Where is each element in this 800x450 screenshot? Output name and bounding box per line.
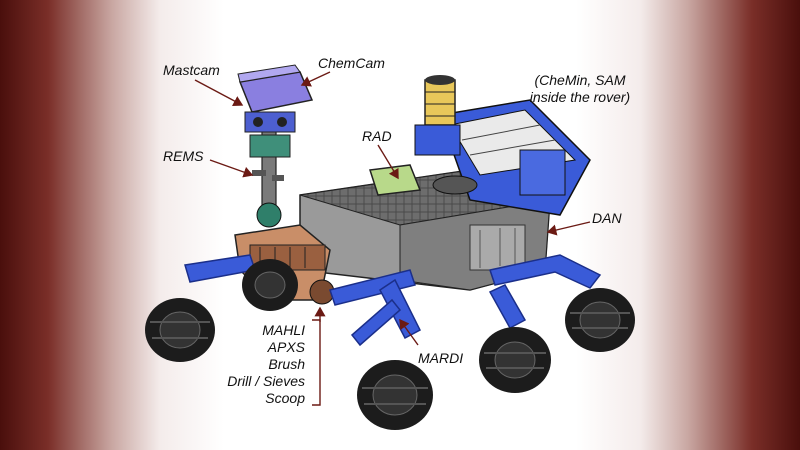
label-apxs: APXS bbox=[267, 339, 305, 355]
label-rad: RAD bbox=[362, 128, 392, 144]
label-mahli: MAHLI bbox=[262, 322, 305, 338]
arrow-mardi bbox=[399, 318, 419, 346]
bracket-arm-tools bbox=[312, 319, 321, 406]
wheel-middle-left bbox=[357, 360, 433, 430]
callout-arrows bbox=[194, 71, 591, 406]
antenna-cylinder bbox=[414, 75, 461, 156]
wheel-front-right bbox=[242, 259, 298, 311]
arrow-mastcam bbox=[194, 79, 244, 106]
label-rems: REMS bbox=[163, 148, 204, 164]
wheel-rear-right bbox=[565, 288, 635, 352]
label-mardi: MARDI bbox=[418, 350, 464, 366]
label-chemcam: ChemCam bbox=[318, 55, 385, 71]
mardi-dome bbox=[432, 175, 478, 195]
arrow-rems bbox=[209, 159, 254, 178]
mast bbox=[249, 129, 291, 228]
label-chemin-sam-line2: inside the rover) bbox=[529, 89, 631, 105]
label-scoop: Scoop bbox=[265, 390, 305, 406]
label-brush: Brush bbox=[268, 356, 305, 372]
mast-head bbox=[237, 64, 314, 133]
arrow-dan bbox=[546, 221, 591, 236]
rad-instrument bbox=[369, 164, 422, 196]
suspension bbox=[184, 254, 602, 347]
wheel-rear-left bbox=[479, 327, 551, 393]
label-dan: DAN bbox=[592, 210, 622, 226]
label-drill-sieves: Drill / Sieves bbox=[227, 373, 305, 389]
wheel-front-left bbox=[145, 298, 215, 362]
arrow-rad bbox=[377, 144, 399, 180]
rtg-unit bbox=[438, 99, 591, 216]
label-mastcam: Mastcam bbox=[163, 62, 220, 78]
arrow-chemcam bbox=[300, 71, 331, 87]
label-chemin-sam-line1: (CheMin, SAM bbox=[534, 72, 626, 88]
